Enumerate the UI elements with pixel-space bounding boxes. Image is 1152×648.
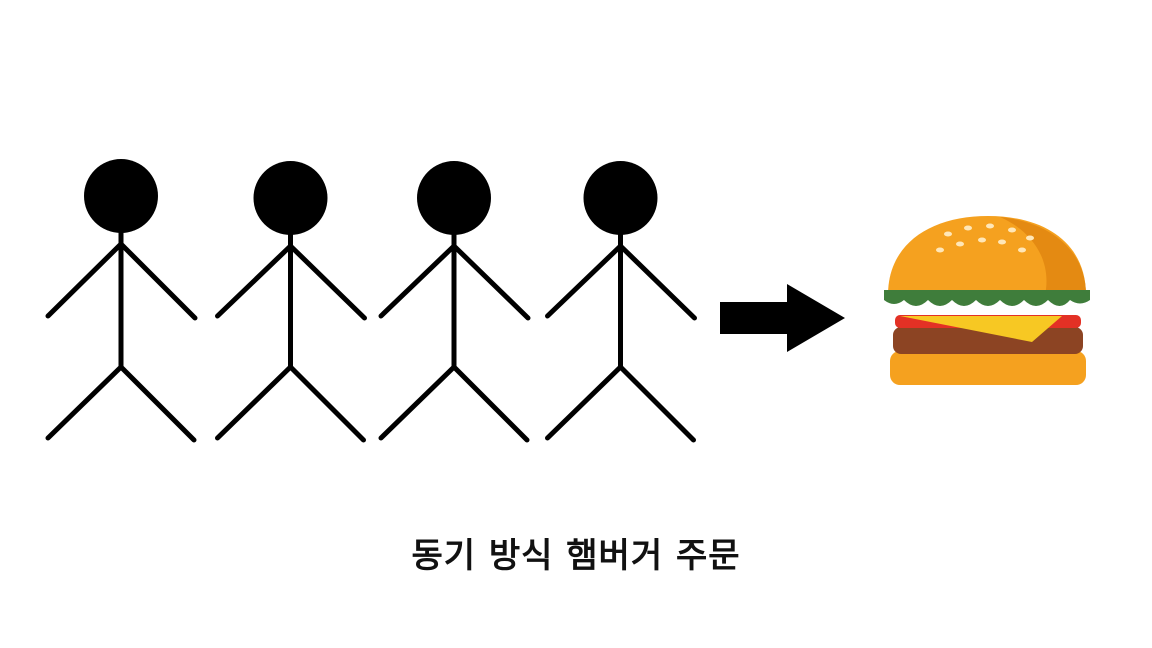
- person-icon: [378, 161, 531, 443]
- bottom-bun: [890, 351, 1086, 385]
- sesame-seeds: [936, 223, 1034, 253]
- people-queue: [45, 159, 697, 443]
- person-icon: [545, 161, 697, 443]
- lettuce: [884, 290, 1090, 306]
- hamburger-icon: [884, 216, 1090, 385]
- person-icon: [45, 159, 198, 443]
- person-icon: [215, 161, 367, 443]
- diagram-caption: 동기 방식 햄버거 주문: [411, 536, 741, 576]
- top-bun-shade: [1000, 217, 1086, 295]
- arrow-icon: [720, 284, 845, 352]
- cheese: [900, 316, 1062, 342]
